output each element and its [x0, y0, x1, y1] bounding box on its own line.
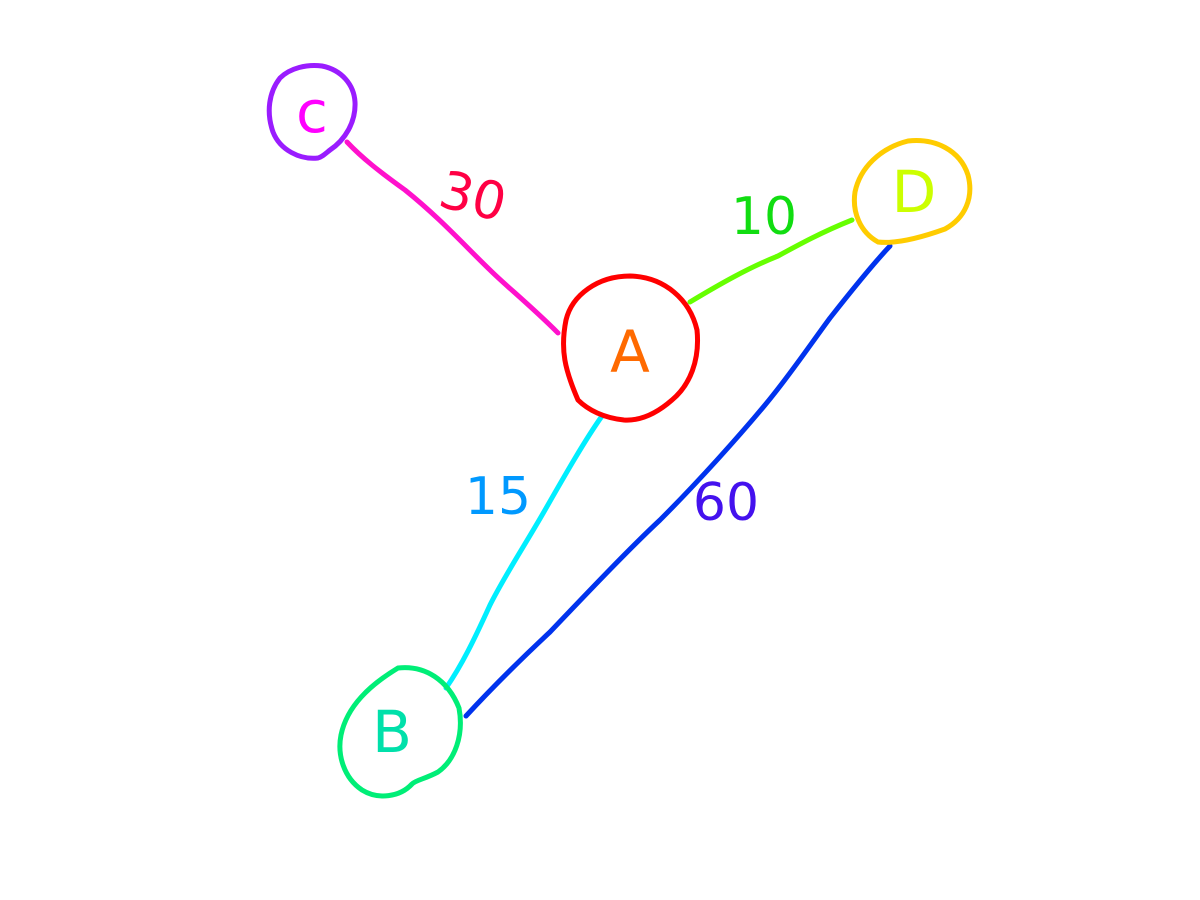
- edge-weight-a-d: 10: [731, 187, 797, 247]
- edge-line-a-b: [443, 413, 605, 691]
- edge-b-d: 60: [463, 243, 893, 719]
- node-label-a: A: [610, 318, 650, 386]
- edge-a-c: 30: [344, 139, 561, 336]
- node-circle-c: [266, 63, 358, 161]
- node-c: c: [266, 63, 358, 161]
- edge-a-b: 15: [443, 413, 605, 691]
- node-label-b: B: [372, 698, 412, 766]
- node-b: B: [337, 665, 463, 799]
- edge-a-d: 10: [687, 187, 855, 305]
- node-circle-d: [851, 138, 973, 245]
- node-label-d: D: [892, 158, 937, 226]
- node-a: A: [560, 273, 701, 423]
- node-label-c: c: [296, 78, 328, 146]
- edge-line-b-d: [463, 243, 893, 719]
- node-circle-a: [560, 273, 701, 423]
- edge-weight-b-d: 60: [693, 473, 759, 533]
- node-d: D: [851, 138, 973, 245]
- node-circle-b: [337, 665, 463, 799]
- edge-line-a-d: [687, 217, 855, 305]
- edge-line-a-c: [344, 139, 561, 336]
- edge-weight-a-b: 15: [465, 467, 531, 527]
